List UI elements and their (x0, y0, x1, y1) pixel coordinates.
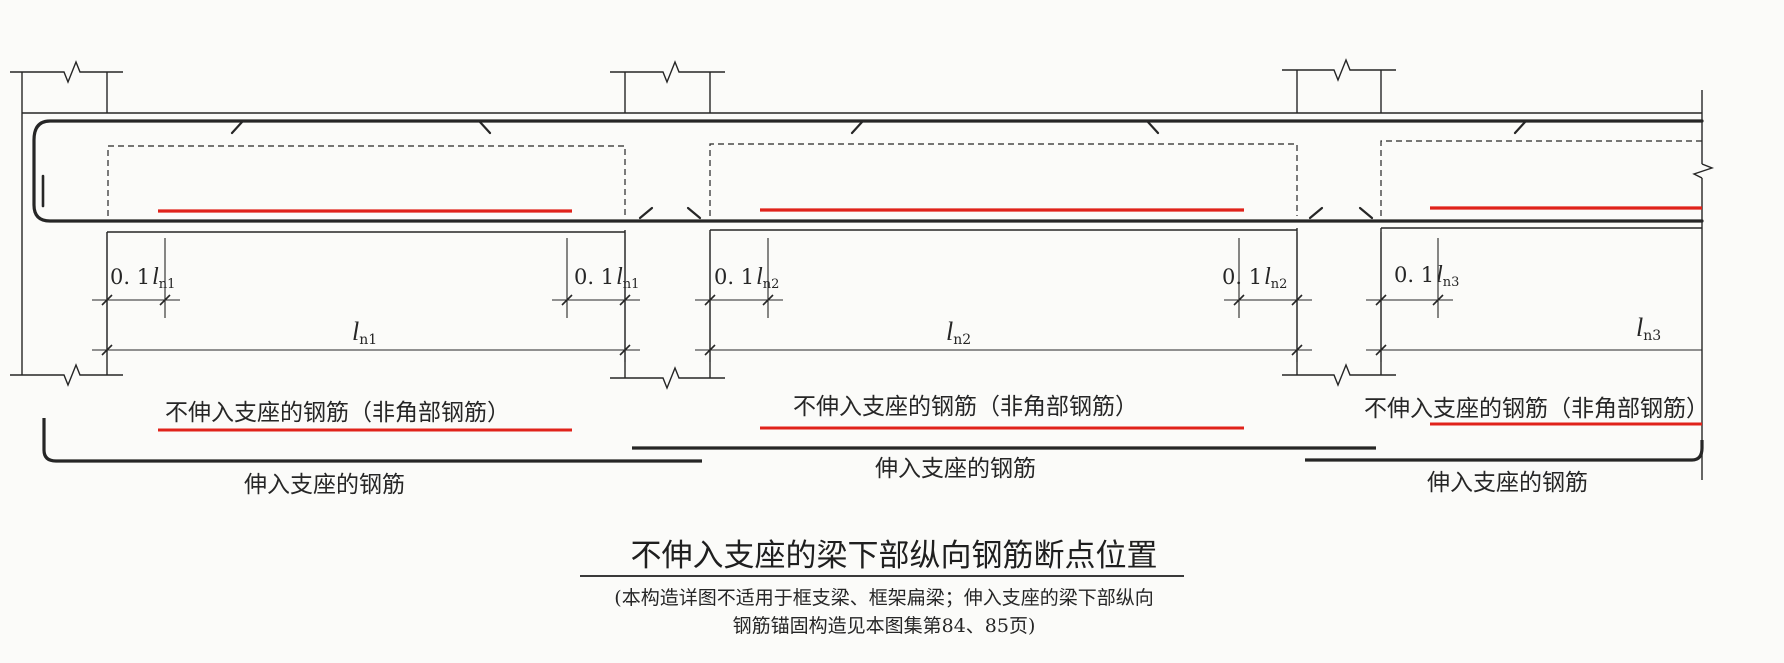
longitudinal-bars (32, 119, 1704, 223)
dimension-labels: 0. 1ln1 0. 1ln1 0. 1ln2 0. 1ln2 0. 1ln3 … (110, 262, 1661, 348)
support-middle-1 (610, 60, 725, 390)
label-non-anchored-span-1: 不伸入支座的钢筋（非角部钢筋） (165, 400, 510, 426)
support-left (10, 60, 123, 387)
label-anchored-span-3: 伸入支座的钢筋 (1427, 470, 1588, 496)
anchored-bar-span-1 (42, 418, 702, 463)
dimension-lines (92, 232, 1702, 362)
label-anchored-span-2: 伸入支座的钢筋 (875, 456, 1036, 482)
label-anchored-span-1: 伸入支座的钢筋 (244, 472, 405, 498)
dim-01-ln1-right: 0. 1ln1 (574, 264, 639, 292)
top-bar (32, 119, 1704, 223)
dim-01-ln2-left: 0. 1ln2 (714, 264, 779, 292)
anchored-bar-span-3 (1305, 440, 1704, 462)
label-non-anchored-span-2: 不伸入支座的钢筋（非角部钢筋） (793, 394, 1138, 420)
figure-caption: 不伸入支座的梁下部纵向钢筋断点位置 (本构造详图不适用于框支梁、框架扁梁；伸入支… (580, 538, 1184, 637)
figure-title: 不伸入支座的梁下部纵向钢筋断点位置 (631, 538, 1158, 574)
dim-01-ln1-left: 0. 1ln1 (110, 264, 175, 292)
figure-note-line-1: (本构造详图不适用于框支梁、框架扁梁；伸入支座的梁下部纵向 (614, 587, 1153, 609)
dim-01-ln2-right: 0. 1ln2 (1222, 264, 1287, 292)
dim-ln2: ln2 (946, 317, 971, 348)
dimension-ticks (101, 294, 1444, 356)
dim-01-ln3-left: 0. 1ln3 (1394, 262, 1459, 290)
dim-ln3: ln3 (1636, 313, 1661, 344)
beam-outline (22, 112, 1702, 233)
non-anchored-bars-highlight (158, 206, 1702, 213)
figure-note-line-2: 钢筋锚固构造见本图集第84、85页) (733, 615, 1036, 637)
bar-callouts: 不伸入支座的钢筋（非角部钢筋） 不伸入支座的钢筋（非角部钢筋） 不伸入支座的钢筋… (42, 394, 1709, 498)
dim-ln1: ln1 (352, 317, 377, 348)
stirrup-outlines (107, 140, 1702, 216)
label-non-anchored-span-3: 不伸入支座的钢筋（非角部钢筋） (1364, 396, 1709, 422)
